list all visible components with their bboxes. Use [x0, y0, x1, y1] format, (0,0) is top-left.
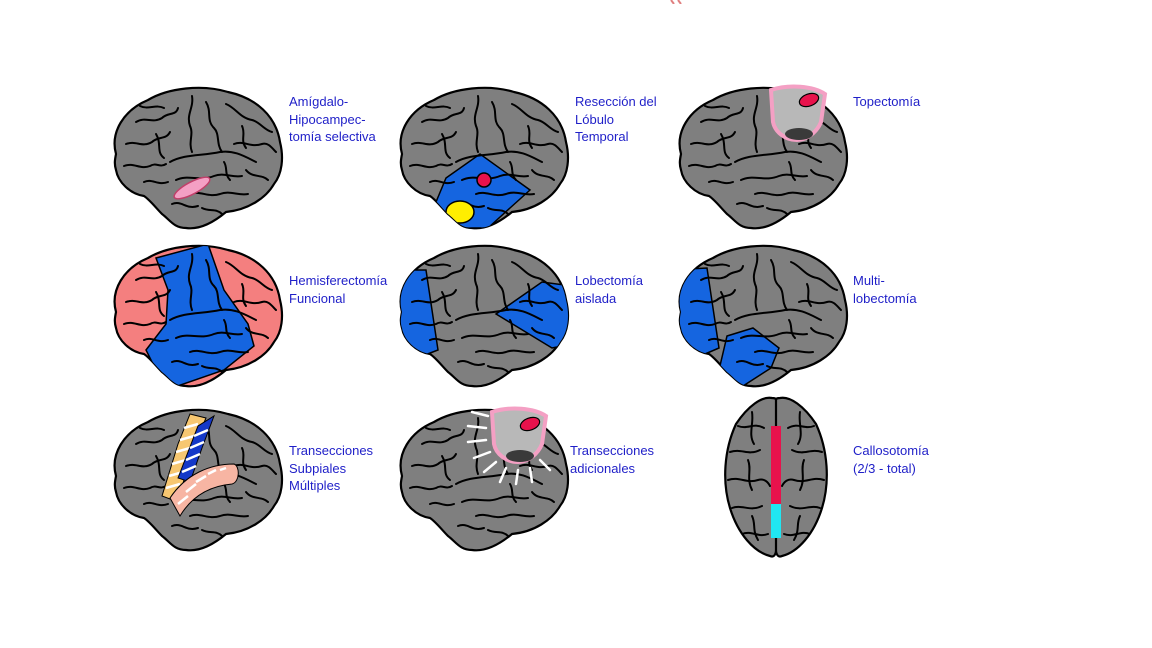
label-multiple-subpial-transections: Transecciones Subpiales Múltiples — [289, 443, 374, 493]
panel-amygdalohippocampectomy — [106, 82, 286, 230]
label-additional-transections: Transecciones adicionales — [570, 443, 655, 476]
lateral-brain-icon — [678, 244, 849, 388]
panel-temporal-lobe-resection — [392, 82, 572, 230]
disconnected-region — [145, 245, 255, 387]
transection-lines-yellow — [165, 422, 199, 490]
label-callosotomy: Callosotomía (2/3 - total) — [853, 443, 929, 476]
panel-functional-hemispherectomy — [106, 240, 286, 388]
callosum-posterior-cut — [771, 504, 781, 538]
lateral-brain-icon — [399, 406, 570, 552]
amygdala-highlight — [445, 200, 475, 224]
transection-lines-blue — [181, 428, 209, 474]
hippocampus-highlight — [173, 176, 211, 200]
panel-additional-transections — [392, 404, 572, 552]
panel-multiple-subpial-transections — [106, 404, 286, 552]
label-topectomy: Topectomía — [853, 94, 921, 109]
lateral-brain-icon — [678, 84, 849, 230]
lateral-brain-icon — [113, 86, 284, 230]
top-view-brain-icon — [724, 396, 828, 558]
panel-topectomy — [671, 82, 851, 230]
lateral-brain-icon — [399, 244, 570, 388]
label-amygdalohippocampectomy: Amígdalo- Hipocampec- tomía selectiva — [289, 94, 376, 144]
label-temporal-lobe-resection: Resección del Lóbulo Temporal — [575, 94, 657, 144]
lesion-dot — [476, 172, 492, 188]
lateral-brain-icon — [113, 244, 284, 388]
lateral-brain-icon — [399, 86, 570, 230]
lesion-dot — [798, 92, 820, 108]
panel-multilobectomy — [671, 240, 851, 388]
lateral-brain-icon — [113, 408, 284, 552]
top-edge-mark — [670, 0, 682, 4]
panel-callosotomy — [708, 390, 888, 558]
cortex-band-pink — [169, 463, 239, 517]
label-multilobectomy: Multi- lobectomía — [853, 273, 917, 306]
callosum-anterior-cut — [771, 426, 781, 504]
transection-rays — [466, 410, 552, 486]
transection-lines-pink — [177, 466, 227, 505]
lesion-dot — [519, 416, 541, 432]
label-isolated-lobectomy: Lobectomía aislada — [575, 273, 643, 306]
panel-isolated-lobectomy — [392, 240, 572, 388]
label-functional-hemispherectomy: Hemisferectomía Funcional — [289, 273, 388, 306]
